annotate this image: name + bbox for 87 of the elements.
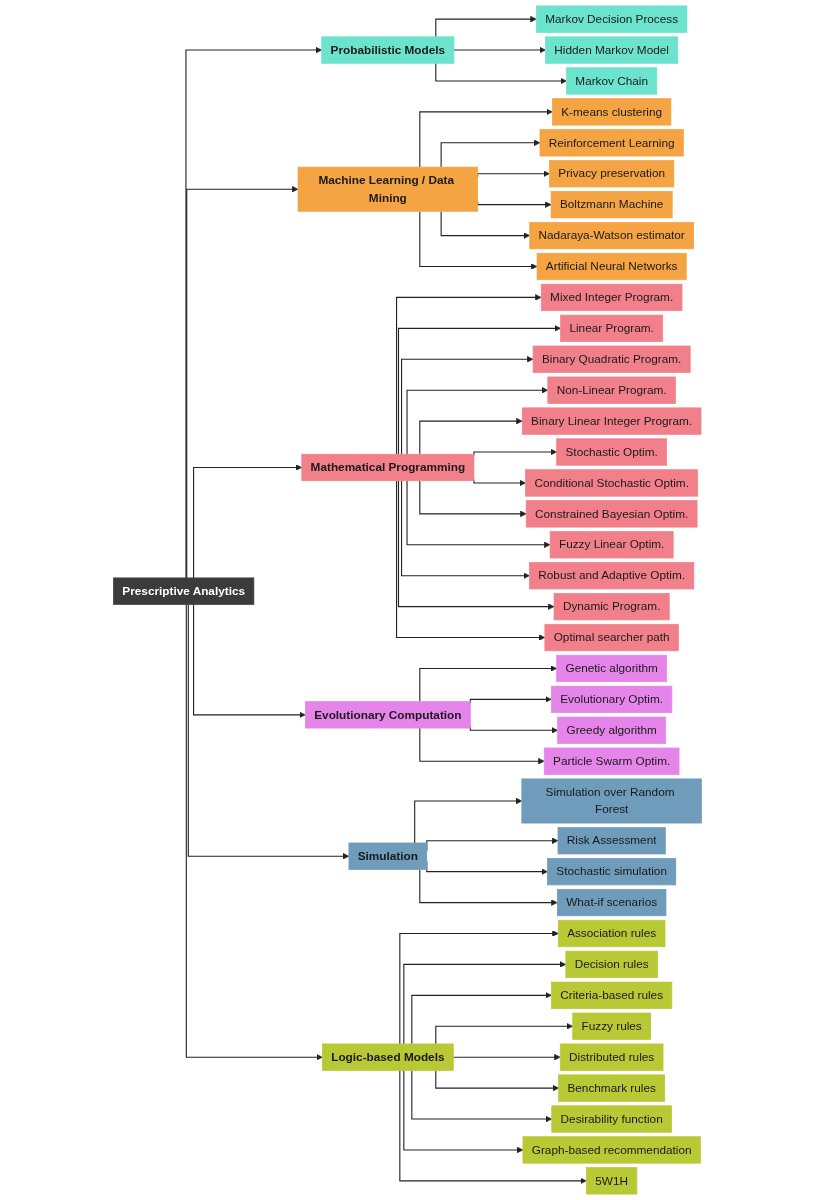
arrow — [469, 725, 558, 734]
arrow — [397, 480, 555, 610]
arrow — [419, 480, 527, 518]
node-box: Fuzzy rules — [572, 1012, 651, 1040]
node-box: Nadaraya-Watson estimator — [529, 221, 694, 250]
arrow — [419, 417, 523, 455]
arrow — [435, 62, 567, 85]
arrow — [401, 480, 530, 579]
node-box: Conditional Stochastic Optim. — [525, 469, 699, 497]
node-box: Graph-based recommendation — [522, 1136, 701, 1164]
node-box: K-means clustering — [552, 98, 672, 126]
arrow — [403, 1069, 524, 1154]
node-box: Genetic algorithm — [556, 654, 667, 683]
arrow — [435, 1023, 573, 1045]
node-box: Markov Chain — [566, 67, 658, 95]
node-box: Probabilistic Models — [321, 36, 455, 64]
arrow — [406, 386, 549, 455]
node-box: Hidden Markov Model — [545, 36, 679, 64]
arrow — [419, 108, 553, 168]
arrow — [186, 185, 299, 579]
arrow — [469, 696, 552, 704]
node-box: Association rules — [557, 919, 666, 948]
arrow — [419, 210, 538, 270]
arrow — [403, 961, 567, 1045]
node-box: Criteria-based rules — [551, 981, 673, 1009]
node-box: Markov Decision Process — [536, 5, 688, 33]
node-box: Simulation — [348, 842, 428, 870]
arrow — [435, 15, 537, 38]
node-box: Stochastic Optim. — [556, 438, 667, 466]
node-box: Optimal searcher path — [544, 623, 679, 652]
node-box: Simulation over Random Forest — [521, 778, 702, 824]
arrow — [419, 665, 557, 703]
arrow — [411, 992, 552, 1045]
node-box: Evolutionary Optim. — [551, 685, 673, 713]
node-box: Machine Learning / Data Mining — [297, 166, 479, 212]
arrow — [193, 464, 303, 579]
arrow — [473, 478, 526, 487]
arrow — [414, 797, 523, 844]
arrow — [401, 356, 534, 455]
arrow — [419, 868, 558, 906]
node-box: Boltzmann Machine — [550, 191, 673, 219]
node-box: Risk Assessment — [557, 827, 666, 855]
node-box: What-if scenarios — [556, 888, 667, 917]
node-box: Binary Linear Integer Program. — [521, 407, 702, 435]
node-box: Prescriptive Analytics — [113, 577, 255, 605]
node-box: Non-Linear Program. — [547, 376, 676, 404]
node-box: 5W1H — [586, 1167, 638, 1195]
arrow — [419, 727, 545, 765]
arrow — [406, 480, 551, 548]
arrow — [397, 325, 561, 455]
arrow — [187, 603, 350, 860]
node-box: Mathematical Programming — [301, 453, 475, 482]
arrow — [399, 930, 559, 1045]
node-box: Desirability function — [551, 1105, 672, 1133]
node-box: Decision rules — [565, 950, 658, 979]
node-box: Reinforcement Learning — [539, 129, 684, 157]
arrow — [477, 170, 550, 178]
arrow — [435, 1069, 559, 1092]
arrow — [396, 294, 542, 455]
node-box: Robust and Adaptive Optim. — [529, 562, 695, 590]
arrow — [453, 46, 546, 54]
arrow — [473, 448, 557, 457]
node-box: Linear Program. — [560, 314, 664, 342]
node-box: Fuzzy Linear Optim. — [549, 531, 674, 559]
node-box: Logic-based Models — [322, 1043, 454, 1071]
arrow — [440, 210, 530, 239]
arrow — [396, 480, 546, 641]
arrow — [452, 1053, 561, 1061]
node-box: Greedy algorithm — [557, 716, 667, 744]
arrow — [185, 46, 323, 579]
node-box: Evolutionary Computation — [305, 701, 471, 729]
node-box: Distributed rules — [559, 1043, 664, 1071]
node-box: Benchmark rules — [558, 1074, 666, 1102]
arrow — [477, 201, 552, 208]
node-box: Particle Swarm Optim. — [543, 747, 680, 775]
arrow — [399, 1069, 587, 1185]
arrow — [185, 603, 323, 1061]
node-box: Constrained Bayesian Optim. — [525, 500, 698, 528]
node-box: Stochastic simulation — [547, 858, 677, 886]
arrow — [440, 139, 541, 168]
node-box: Mixed Integer Program. — [540, 283, 683, 312]
arrow — [411, 1069, 553, 1123]
arrow — [193, 603, 306, 719]
node-box: Privacy preservation — [549, 160, 675, 188]
node-box: Binary Quadratic Program. — [532, 345, 691, 373]
node-box: Artificial Neural Networks — [536, 252, 687, 281]
node-box: Dynamic Program. — [553, 593, 670, 621]
